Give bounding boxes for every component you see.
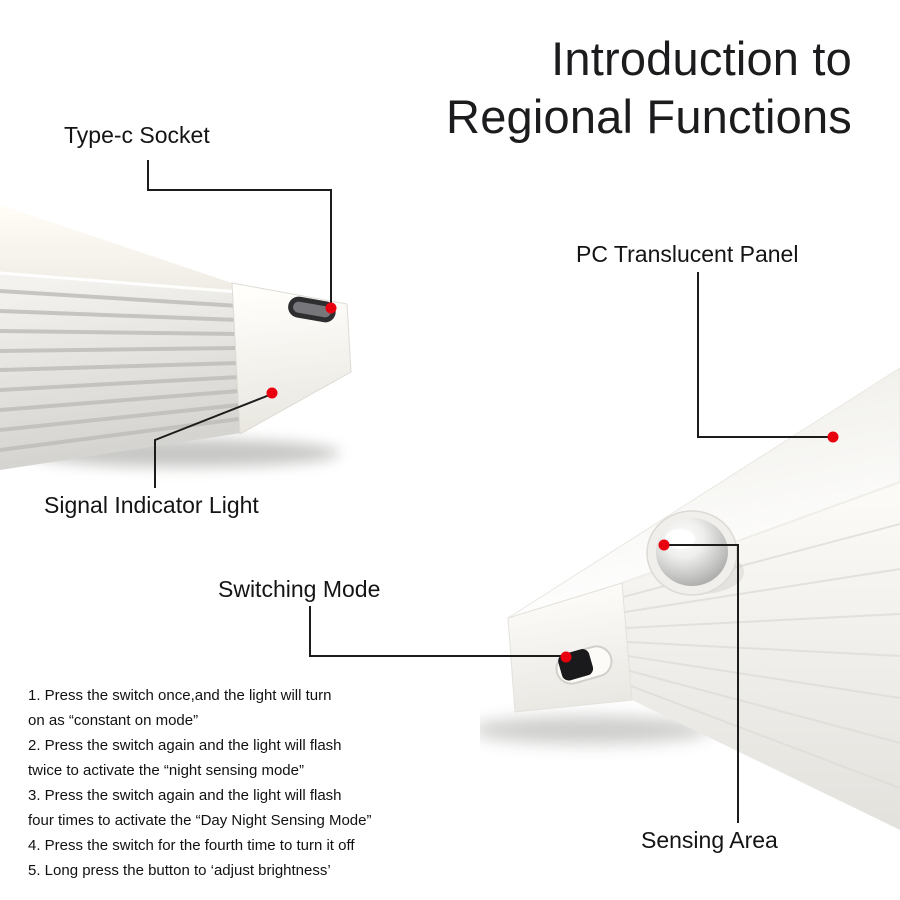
instruction-line: 4. Press the switch for the fourth time … xyxy=(28,837,355,854)
bar-shadow xyxy=(480,716,710,744)
page-title-line1: Introduction to xyxy=(551,32,852,85)
callout-label-pc-translucent-panel: PC Translucent Panel xyxy=(576,241,799,267)
page-title: Introduction to Regional Functions xyxy=(252,30,852,146)
instruction-line: four times to activate the “Day Night Se… xyxy=(28,812,372,829)
callout-label-signal-indicator-light: Signal Indicator Light xyxy=(44,492,259,518)
switch-instructions: 1. Press the switch once,and the light w… xyxy=(28,683,372,883)
type-c-port xyxy=(288,296,336,323)
callout-label-sensing-area: Sensing Area xyxy=(641,827,778,853)
callout-label-switching-mode: Switching Mode xyxy=(218,576,381,602)
led-bar-render-typec-end xyxy=(0,205,352,470)
instruction-line: 1. Press the switch once,and the light w… xyxy=(28,687,332,704)
callout-label-type-c-socket: Type-c Socket xyxy=(64,122,210,148)
instruction-line: twice to activate the “night sensing mod… xyxy=(28,762,304,779)
instruction-line: 2. Press the switch again and the light … xyxy=(28,737,342,754)
end-face xyxy=(507,582,633,713)
pir-dome-sensor xyxy=(656,518,728,586)
page-title-line2: Regional Functions xyxy=(446,90,852,143)
instruction-line: 5. Long press the button to ‘adjust brig… xyxy=(28,862,331,879)
led-bar-render-sensor-end xyxy=(480,367,900,830)
instruction-line: on as “constant on mode” xyxy=(28,712,199,729)
instruction-line: 3. Press the switch again and the light … xyxy=(28,787,342,804)
dome-highlight xyxy=(665,529,695,549)
